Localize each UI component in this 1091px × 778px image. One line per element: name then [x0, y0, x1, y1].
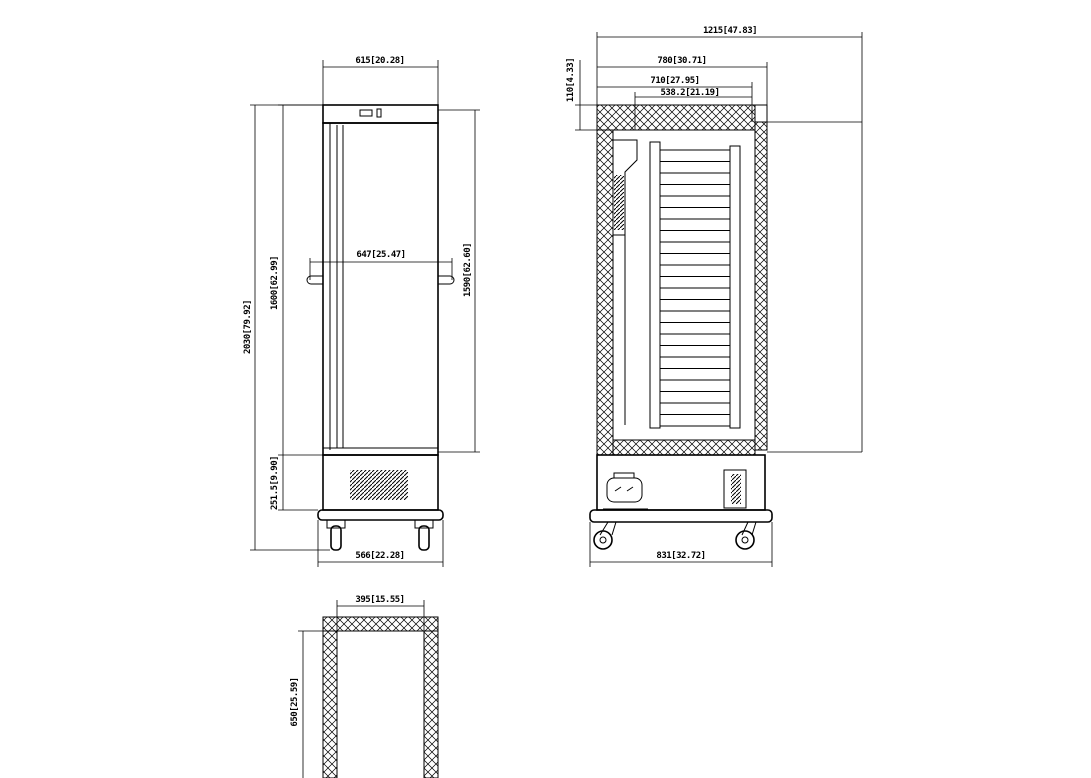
door — [322, 122, 439, 456]
dim-top-insulation: 110[4.33] — [566, 58, 576, 102]
evaporator-coil — [614, 175, 624, 230]
caster-icon — [735, 521, 757, 550]
condenser-icon — [723, 469, 747, 509]
dim-body-depth: 780[30.71] — [657, 56, 706, 66]
compressor-icon — [603, 472, 648, 510]
display-icon — [359, 109, 373, 117]
front-view: 615[20.28] 647[25.47] 1600[62.99] 1590[6… — [243, 56, 480, 567]
left-handle — [306, 275, 323, 285]
plan-view: 395[15.55] 650[25.59] — [290, 595, 439, 778]
dim-width-top: 615[20.28] — [355, 56, 404, 66]
dim-door-height-right: 1590[62.60] — [463, 243, 473, 297]
evaporator-duct — [613, 139, 638, 236]
vent-grille — [350, 470, 408, 500]
dim-door-height: 1600[62.99] — [270, 256, 280, 310]
rack-left — [649, 141, 661, 429]
switch-icon — [376, 108, 382, 118]
caster-icon — [326, 519, 346, 551]
dim-inner-width: 395[15.55] — [355, 595, 404, 605]
dim-rack-depth: 538.2[21.19] — [660, 88, 719, 98]
right-handle — [438, 275, 455, 285]
wheel-plate — [589, 509, 773, 523]
dim-handle-span: 647[25.47] — [356, 250, 405, 260]
side-section-view: 1215[47.83] 780[30.71] 710[27.95] 538.2[… — [566, 26, 863, 567]
wheel-plate — [317, 509, 444, 521]
dim-inner-depth: 710[27.95] — [650, 76, 699, 86]
dim-base-width: 566[22.28] — [355, 551, 404, 561]
dim-base-depth: 831[32.72] — [656, 551, 705, 561]
dim-base-height: 251.5[9.90] — [270, 456, 280, 510]
rack-right — [729, 145, 741, 429]
caster-icon — [593, 521, 617, 550]
dim-inner-depth-plan: 650[25.59] — [290, 677, 300, 726]
door-section — [754, 121, 768, 451]
dim-overall-depth: 1215[47.83] — [703, 26, 757, 36]
dim-total-height: 2030[79.92] — [243, 300, 253, 354]
tray-shelves — [660, 149, 730, 427]
caster-icon — [414, 519, 434, 551]
